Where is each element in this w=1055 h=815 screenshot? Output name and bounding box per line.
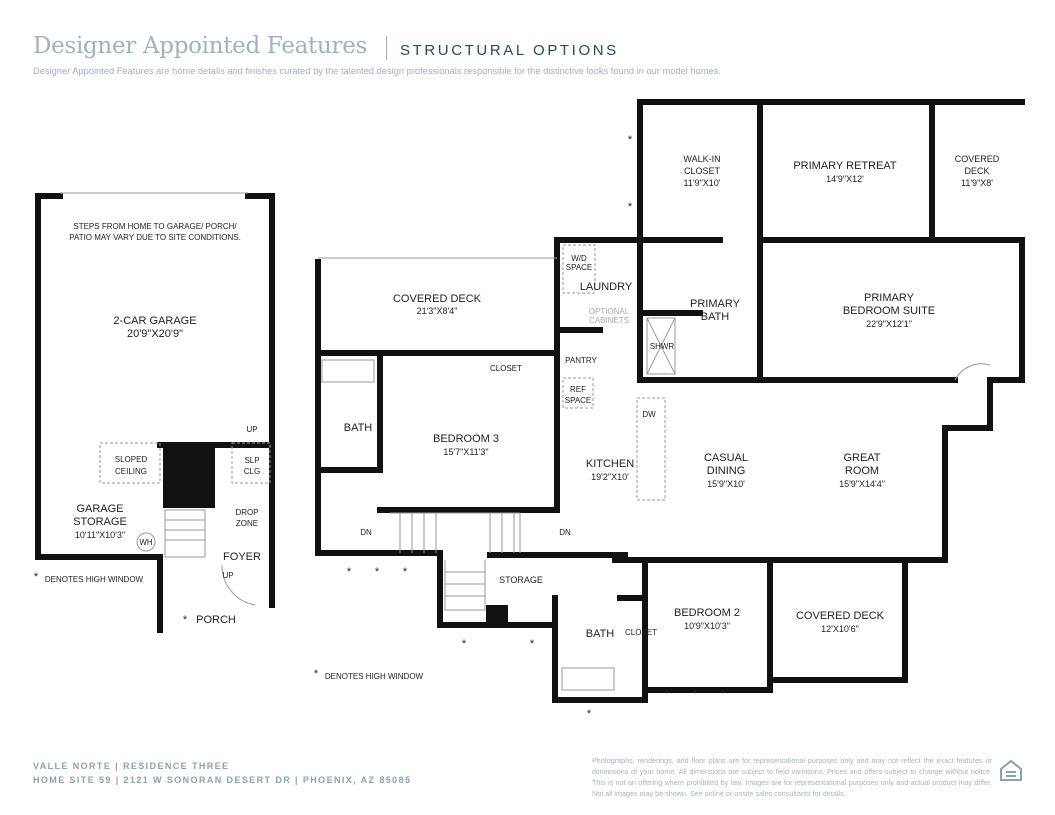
room-bedroom-3: BEDROOM 3 [433,433,499,445]
room-kitchen: KITCHEN [586,458,634,470]
svg-text:*: * [403,566,408,578]
walls [35,99,1025,703]
equal-housing-icon [1000,760,1022,781]
room-dims: 20'9"X20'9" [127,328,183,340]
room-walk-in-closet: CLOSET [684,166,721,176]
svg-text:*: * [34,571,39,583]
slp-clg-label: CLG [244,467,260,476]
drop-zone-label: DROP [235,508,258,517]
svg-text:*: * [628,134,633,146]
svg-text:*: * [347,566,352,578]
page-subtitle: STRUCTURAL OPTIONS [400,42,619,59]
down-label: DN [360,528,372,537]
wd-space-label: W/D [571,254,587,263]
room-primary-suite: PRIMARY [864,292,915,304]
room-garage-storage: STORAGE [73,516,127,528]
room-covered-deck: COVERED DECK [393,293,482,305]
room-dims: 19'2"X10' [591,472,629,482]
room-walk-in-closet: WALK-IN [683,154,720,164]
room-dims: 15'7"X11'3" [443,447,488,457]
sloped-ceiling-label: SLOPED [115,455,148,464]
room-dims: 11'9"X10' [684,178,721,188]
svg-text:*: * [375,566,380,578]
svg-text:*: * [462,638,467,650]
svg-text:*: * [665,688,670,700]
svg-text:*: * [314,668,319,680]
room-dims: 10'9"X10'3" [684,621,730,631]
room-dims: 12'X10'6" [821,624,859,634]
optional-cabinets-label: CABINETS [589,316,629,325]
room-primary-bath: PRIMARY [690,298,741,310]
room-bath: BATH [344,422,373,434]
room-bath: BATH [586,628,615,640]
water-heater-label: WH [139,538,153,547]
svg-text:*: * [628,201,633,213]
ref-space-label: REF [570,385,586,394]
room-dims: 21'3"X8'4" [417,306,458,316]
room-dims: 14'9"X12' [826,174,864,184]
slp-clg-label: SLP [244,456,259,465]
svg-text:*: * [721,688,726,700]
room-bedroom-2: BEDROOM 2 [674,607,740,619]
community-residence: VALLE NORTE | RESIDENCE THREE [33,761,230,771]
room-foyer: FOYER [223,551,261,563]
closet-label: CLOSET [625,628,657,637]
high-window-markers: * * * * * * * * * * * * [314,134,726,720]
room-primary-retreat: PRIMARY RETREAT [793,160,897,172]
drop-zone-label: ZONE [236,519,258,528]
room-dims: 15'9"X14'4" [839,479,885,489]
home-site-address: HOME SITE 59 | 2121 W SONORAN DESERT DR … [33,775,412,785]
down-label: DN [559,528,571,537]
fixtures [60,192,991,691]
wd-space-label: SPACE [566,263,593,272]
shower-label: SHWR [650,342,675,351]
room-laundry: LAUNDRY [580,281,633,293]
room-covered-deck: COVERED [955,154,1000,164]
room-primary-suite: BEDROOM SUITE [843,305,935,317]
room-covered-deck: COVERED DECK [796,610,885,622]
dishwasher-label: DW [642,410,656,419]
pantry-label: PANTRY [565,356,597,365]
column [486,605,508,627]
room-storage: STORAGE [499,575,543,585]
room-garage: 2-CAR GARAGE [113,315,196,327]
site-note: STEPS FROM HOME TO GARAGE/ PORCH/ [73,222,237,231]
room-garage-storage: GARAGE [76,503,123,515]
high-window-legend: DENOTES HIGH WINDOW [325,672,424,681]
stair-core [163,443,215,508]
svg-text:*: * [587,708,592,720]
ref-space-label: SPACE [565,396,592,405]
room-covered-deck: DECK [964,166,989,176]
optional-cabinets-label: OPTIONAL [589,307,630,316]
sloped-ceiling-label: CEILING [115,467,147,476]
page-title: Designer Appointed Features [33,33,368,59]
title-divider [386,36,387,60]
room-casual-dining: CASUAL [704,452,748,464]
closet-label: CLOSET [490,364,522,373]
room-dims: 11'9"X8' [961,178,993,188]
up-label: UP [222,571,233,580]
room-primary-bath: BATH [701,311,730,323]
page-description: Designer Appointed Features are home det… [33,66,721,76]
site-note: PATIO MAY VARY DUE TO SITE CONDITIONS. [69,233,241,242]
room-porch: PORCH [196,614,236,626]
legal-disclaimer: Photographs, renderings, and floor plans… [592,756,992,798]
svg-text:*: * [183,614,188,626]
room-dims: 10'11"X10'3" [75,530,125,540]
room-dims: 22'9"X12'1" [866,319,912,329]
room-great-room: ROOM [845,465,879,477]
room-great-room: GREAT [843,452,880,464]
high-window-legend: DENOTES HIGH WINDOW [45,575,144,584]
svg-text:*: * [530,638,535,650]
room-casual-dining: DINING [707,465,746,477]
room-dims: 15'9"X10' [707,479,745,489]
svg-text:*: * [693,688,698,700]
up-label: UP [246,425,257,434]
